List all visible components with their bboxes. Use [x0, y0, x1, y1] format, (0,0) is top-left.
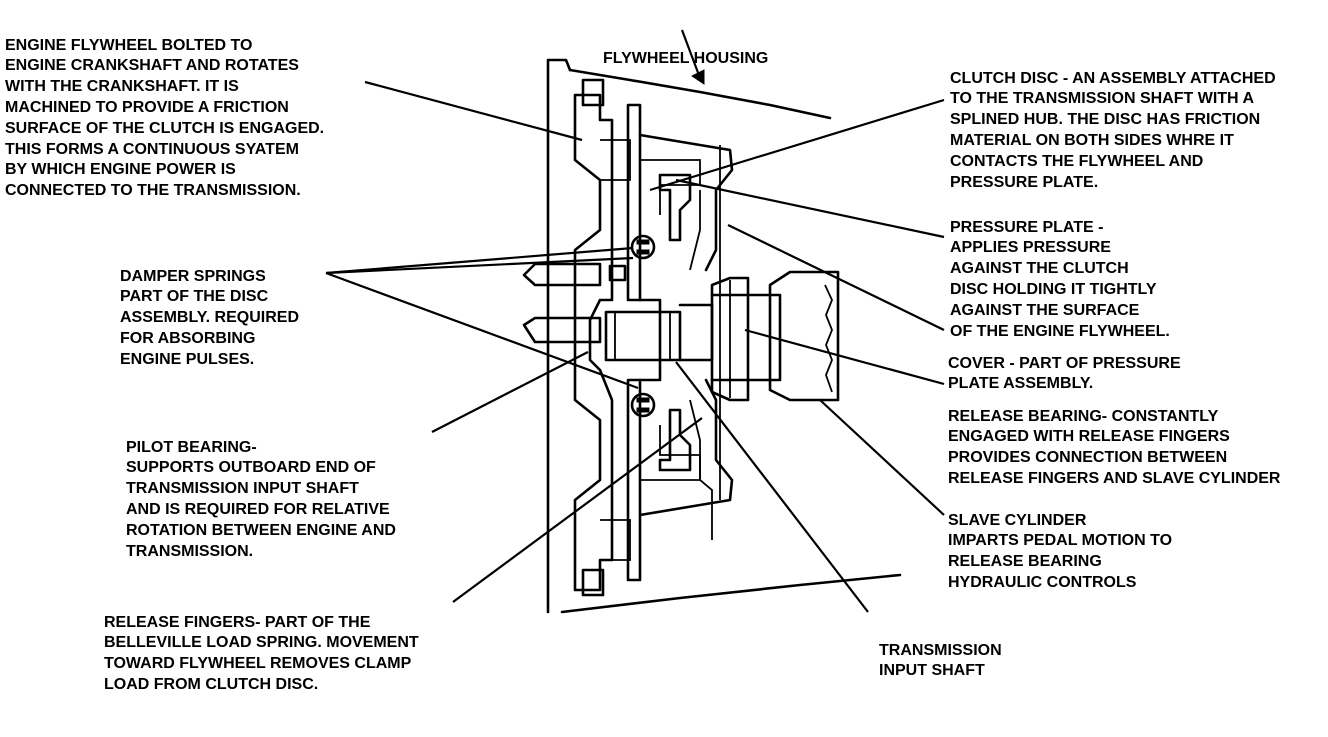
clutch-assembly-drawing — [325, 29, 945, 614]
leader-release-fingers — [452, 417, 703, 603]
release-bearing — [710, 276, 750, 402]
leader-cover — [727, 224, 945, 331]
leader-lines — [325, 29, 945, 613]
leader-release-bearing — [744, 328, 945, 386]
engine-flywheel — [573, 78, 631, 597]
leader-damper-2 — [325, 256, 634, 275]
pressure-plate — [658, 173, 692, 472]
leader-flywheel — [364, 80, 583, 142]
leader-damper-1 — [325, 246, 634, 275]
leader-pilot-bearing — [431, 351, 589, 433]
slave-cylinder — [768, 270, 840, 402]
pilot-bearing — [604, 310, 682, 362]
pressure-plate-cover — [638, 133, 734, 517]
leader-clutch-disc — [649, 98, 945, 192]
leader-flywheel-housing — [680, 29, 702, 79]
leader-slave-cylinder — [819, 399, 945, 516]
release-fingers — [689, 190, 713, 540]
arrow-flywheel-housing — [691, 69, 705, 85]
flywheel-housing — [546, 58, 902, 614]
label-flywheel-housing: FLYWHEEL HOUSING — [603, 49, 769, 67]
leader-input-shaft — [675, 361, 869, 613]
damper-springs — [630, 234, 656, 418]
leader-damper-3 — [325, 271, 639, 390]
leader-pressure-plate — [675, 178, 945, 239]
crankshaft-pilot — [522, 262, 627, 344]
